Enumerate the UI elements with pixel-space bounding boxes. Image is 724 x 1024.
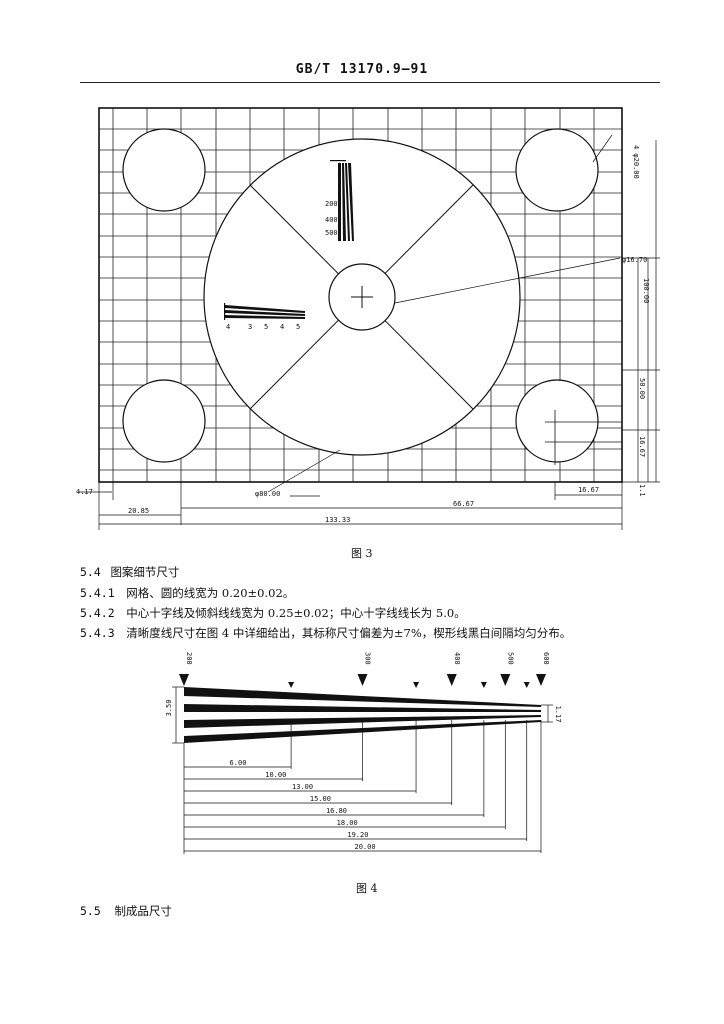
dim-66-67: 66.67: [453, 500, 474, 508]
wedge-h-label-5: 5: [296, 323, 300, 331]
fig4-major-marker: [357, 674, 368, 686]
wedge-v-label-2: 400: [325, 216, 338, 224]
fig4-top-label: 600: [542, 652, 550, 665]
fig4-minor-marker: [480, 682, 487, 688]
wedge-h-label-2: 3: [248, 323, 252, 331]
standard-code-header: GB/T 13170.9—91: [295, 62, 429, 77]
fig4-length-label: 13.00: [292, 783, 313, 791]
dim-100: 100.00: [642, 278, 650, 303]
wedge-v-label-1: 200: [325, 200, 338, 208]
figure-4-wedge-detail: 3.50 1.17 200 300 400 500 600 6.00 10.00 13.00…: [165, 652, 562, 854]
dim-133-33: 133.33: [325, 516, 350, 524]
dim-4-17: 4.17: [76, 488, 93, 496]
section-5-5-num: 5.5: [80, 904, 101, 918]
dim-1-1: 1.1: [638, 484, 646, 497]
vertical-resolution-wedge: [330, 160, 354, 241]
corner-circle-tr: [515, 128, 599, 212]
item-5-4-3: 5.4.3 清晰度线尺寸在图 4 中详细给出，其标称尺寸偏差为±7%，楔形线黑白…: [80, 625, 571, 641]
fig4-major-marker: [536, 674, 546, 686]
fig4-height-label: 3.50: [165, 700, 173, 717]
item-5-4-3-num: 5.4.3: [80, 626, 115, 640]
fig4-length-label: 16.80: [326, 807, 347, 815]
dim-phi20: 4 φ20.00: [632, 145, 640, 179]
corner-circle-bl: [122, 379, 206, 463]
dim-16-67-v: 16.67: [638, 436, 646, 457]
item-5-4-3-text: 清晰度线尺寸在图 4 中详细给出，其标称尺寸偏差为±7%，楔形线黑白间隔均匀分布…: [126, 626, 572, 640]
fig4-top-label: 500: [506, 652, 514, 665]
section-5-4-title: 图案细节尺寸: [110, 565, 180, 579]
section-5-4-heading: 5.4 图案细节尺寸: [80, 564, 179, 580]
wedge-h-label-3: 5: [264, 323, 268, 331]
fig4-length-label: 6.00: [230, 759, 247, 767]
item-5-4-1-text: 网格、圆的线宽为 0.20±0.02。: [126, 586, 295, 600]
dim-16-67-h: 16.67: [578, 486, 599, 494]
dim-phi16-70: φ16.70: [622, 256, 647, 264]
wedge-h-label-4: 4: [280, 323, 284, 331]
fig4-length-label: 18.00: [337, 819, 358, 827]
fig4-major-marker: [179, 674, 189, 686]
fig4-length-label: 19.20: [347, 831, 368, 839]
figure-4-caption: 图 4: [356, 882, 378, 895]
corner-circle-tl: [122, 128, 206, 212]
item-5-4-2-num: 5.4.2: [80, 606, 115, 620]
fig4-top-label: 200: [185, 652, 193, 665]
item-5-4-1-num: 5.4.1: [80, 586, 115, 600]
dim-20-85: 20.85: [128, 507, 149, 515]
fig4-top-label: 300: [364, 652, 372, 665]
horizontal-resolution-wedge: [224, 303, 305, 320]
section-5-4-num: 5.4: [80, 565, 101, 579]
fig4-major-marker: [446, 674, 457, 686]
fig4-top-label: 400: [453, 652, 461, 665]
figure-3-caption: 图 3: [351, 547, 373, 560]
figure-3-test-pattern: 200 400 500 4 3 5 4 5 4 φ: [76, 107, 660, 530]
fig4-length-label: 20.00: [355, 843, 376, 851]
fig4-end-label: 1.17: [554, 706, 562, 723]
section-5-5-heading: 5.5 制成品尺寸: [80, 903, 172, 919]
fig4-length-label: 15.00: [310, 795, 331, 803]
fig4-minor-marker: [523, 682, 530, 688]
fig4-major-marker: [500, 674, 511, 686]
item-5-4-1: 5.4.1 网格、圆的线宽为 0.20±0.02。: [80, 585, 294, 601]
wedge-v-label-3: 500: [325, 229, 338, 237]
item-5-4-2: 5.4.2 中心十字线及倾斜线线宽为 0.25±0.02；中心十字线线长为 5.…: [80, 605, 466, 621]
header-rule: [80, 82, 660, 83]
section-5-5-title: 制成品尺寸: [114, 904, 172, 918]
item-5-4-2-text: 中心十字线及倾斜线线宽为 0.25±0.02；中心十字线线长为 5.0。: [126, 606, 466, 620]
dim-50: 50.00: [638, 378, 646, 399]
fig4-minor-marker: [413, 682, 420, 688]
dim-phi80: φ80.00: [255, 490, 280, 498]
fig4-length-label: 10.00: [265, 771, 286, 779]
corner-circle-br: [515, 379, 599, 463]
wedge-h-label-1: 4: [226, 323, 230, 331]
fig4-minor-marker: [288, 682, 295, 688]
